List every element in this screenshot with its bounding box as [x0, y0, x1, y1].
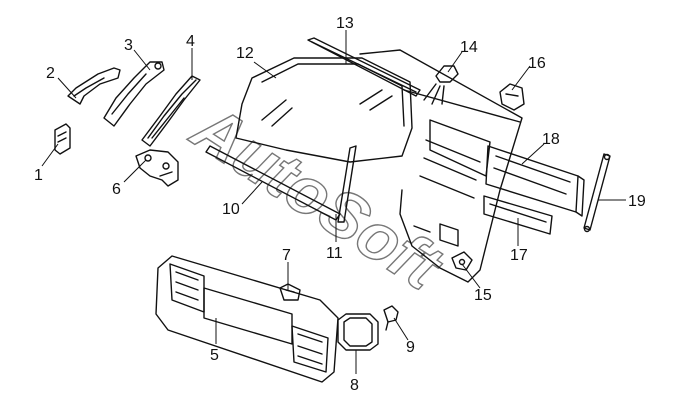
leader-6 — [123, 159, 147, 183]
callout-17: 17 — [510, 247, 528, 264]
callout-15: 15 — [474, 287, 492, 304]
callout-12: 12 — [236, 45, 254, 62]
part-18-cross-beam — [485, 145, 585, 217]
part-8-gasket — [337, 313, 379, 351]
leader-lines — [41, 30, 626, 374]
callout-16: 16 — [528, 55, 546, 72]
part-17-lower-beam — [483, 195, 553, 235]
callout-10: 10 — [222, 201, 240, 218]
leader-14 — [447, 51, 463, 73]
leader-15 — [461, 263, 481, 289]
leader-12 — [253, 61, 277, 79]
leader-16 — [511, 65, 531, 91]
watermark-text: AutoSoft — [179, 89, 457, 306]
part-4-seal-strip — [141, 75, 201, 147]
leader-9 — [393, 317, 409, 341]
part-1-bracket — [54, 123, 71, 155]
leader-18 — [521, 143, 545, 165]
callout-6: 6 — [112, 181, 121, 198]
part-19-gas-strut — [583, 153, 611, 233]
part-7-bracket — [279, 283, 301, 301]
part-14-washer-nozzle — [423, 65, 459, 105]
callout-3: 3 — [124, 37, 133, 54]
part-13-wiper-bar — [307, 37, 421, 97]
callout-2: 2 — [46, 65, 55, 82]
callout-14: 14 — [460, 39, 478, 56]
callout-19: 19 — [628, 193, 646, 210]
callout-4: 4 — [186, 33, 195, 50]
leader-3 — [133, 49, 151, 71]
part-3-trim — [103, 61, 165, 127]
leader-10 — [241, 181, 263, 205]
callout-5: 5 — [210, 347, 219, 364]
callout-9: 9 — [406, 339, 415, 356]
part-11-pillar-strip — [337, 145, 357, 223]
leader-2 — [57, 77, 77, 99]
callout-8: 8 — [350, 377, 359, 394]
callout-13: 13 — [336, 15, 354, 32]
callout-7: 7 — [282, 247, 291, 264]
part-2-trim — [67, 67, 121, 105]
part-6-hinge — [135, 149, 179, 187]
leader-1 — [41, 143, 59, 167]
part-5-front-panel — [155, 255, 339, 383]
callout-1: 1 — [34, 167, 43, 184]
callout-labels: 1 2 3 4 5 6 7 8 9 10 11 12 13 14 15 16 1… — [34, 15, 646, 394]
callout-11: 11 — [326, 245, 343, 262]
callout-18: 18 — [542, 131, 560, 148]
part-16-clip — [499, 83, 525, 111]
part-15-latch — [451, 251, 473, 271]
part-9-fastener — [383, 305, 399, 331]
